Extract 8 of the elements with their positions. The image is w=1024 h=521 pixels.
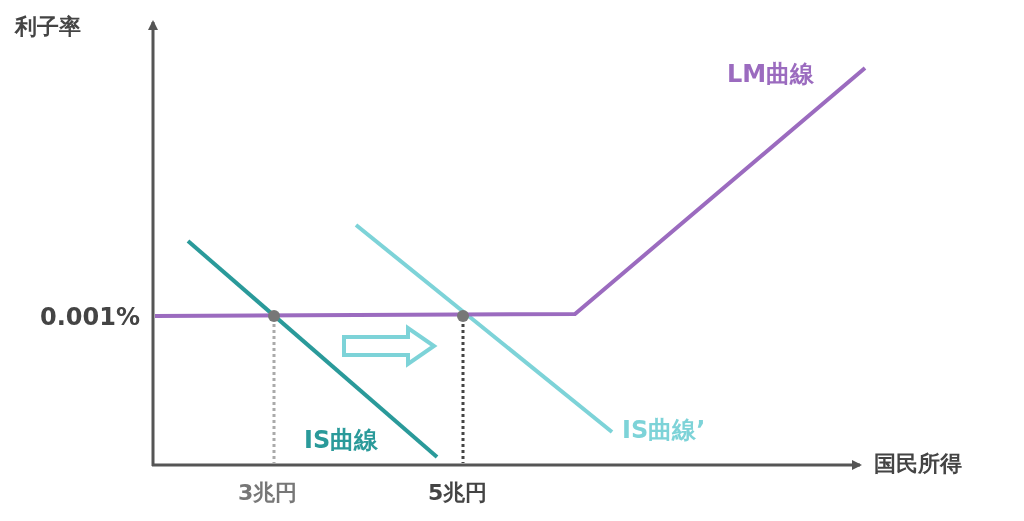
curve-label: IS曲線’	[622, 418, 706, 442]
curve-label: IS曲線	[304, 428, 379, 452]
tick-label: 5兆円	[428, 482, 488, 504]
tick-label: 0.001%	[40, 305, 140, 329]
curve-label: LM曲線	[727, 62, 815, 86]
axis-label: 利子率	[15, 16, 81, 38]
axis-label: 国民所得	[874, 453, 962, 475]
tick-label: 3兆円	[238, 482, 298, 504]
